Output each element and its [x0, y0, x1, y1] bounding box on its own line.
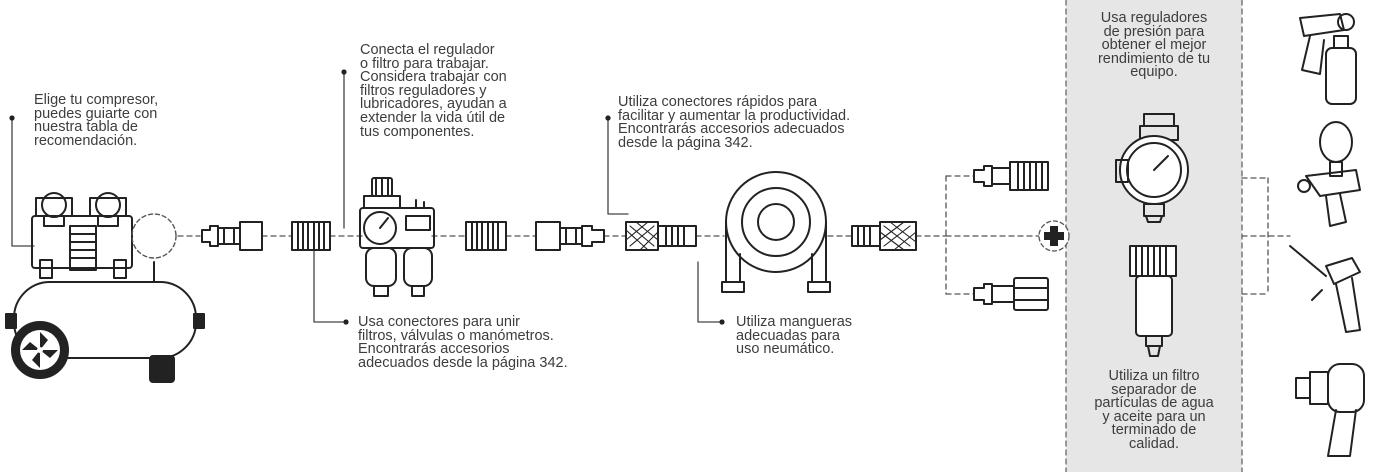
note-line: obtener el mejor: [1101, 37, 1207, 54]
note-line: calidad.: [1129, 435, 1179, 452]
note-line: terminado de: [1111, 422, 1197, 439]
note-regulator: Conecta el regulador o filtro para traba…: [360, 42, 507, 140]
note-line: facilitar y aumentar la productividad.: [618, 107, 851, 124]
note-line: Elige tu compresor,: [34, 92, 159, 108]
air-line: [177, 175, 1291, 295]
note-line: lubricadores, ayudan a: [360, 96, 507, 113]
accessories-panel: [1066, 0, 1242, 472]
note-line: Encontrarás accesorios adecuados: [618, 121, 845, 138]
pressure-regulator-icon: [1115, 113, 1189, 223]
note-line: puedes guiarte con: [34, 105, 158, 122]
note-line: separador de: [1111, 381, 1197, 398]
coiled-hose-icon: [721, 171, 831, 293]
note-line: rendimiento de tu: [1097, 50, 1211, 67]
note-pressure-regulator: Usa reguladores de presión para obtener …: [1066, 10, 1242, 81]
note-line: Utiliza un filtro: [1108, 368, 1200, 384]
note-line: tus componentes.: [360, 123, 475, 140]
threaded-nipple-icon: [291, 221, 331, 251]
blow-gun-icon: [1289, 245, 1361, 333]
impact-wrench-icon: [1295, 363, 1365, 457]
quick-coupler-socket-icon: [625, 221, 697, 251]
note-line: nuestra tabla de: [34, 119, 138, 136]
note-hose: Utiliza mangueras adecuadas para uso neu…: [736, 314, 853, 358]
note-line: filtros reguladores y: [360, 82, 487, 99]
note-line: Encontrarás accesorios: [358, 341, 510, 358]
note-line: y aceite para un: [1102, 408, 1206, 425]
quick-coupler-plug-icon: [973, 161, 1049, 191]
note-line: equipo.: [1130, 64, 1178, 81]
spray-gun-icon: [1299, 13, 1357, 105]
note-line: extender la vida útil de: [360, 109, 506, 126]
note-line: adecuadas para: [736, 327, 840, 344]
note-water-filter: Utiliza un filtro separador de partícula…: [1066, 368, 1242, 452]
leader-lines: [11, 71, 723, 323]
quick-coupler-plug-icon: [535, 221, 605, 251]
note-line: Utiliza mangueras: [736, 314, 853, 330]
note-line: de presión para: [1103, 23, 1205, 40]
filter-regulator-lubricator-icon: [359, 177, 435, 297]
note-compressor: Elige tu compresor, puedes guiarte con n…: [34, 92, 159, 149]
plus-icon: [1038, 220, 1070, 252]
note-line: Usa conectores para unir: [358, 314, 520, 330]
note-line: uso neumático.: [736, 341, 835, 358]
note-line: recomendación.: [34, 132, 138, 149]
threaded-nipple-icon: [465, 221, 507, 251]
note-connectors: Usa conectores para unir filtros, válvul…: [358, 314, 568, 371]
note-line: Utiliza conectores rápidos para: [618, 94, 818, 110]
note-line: o filtro para trabajar.: [360, 55, 489, 72]
note-line: Considera trabajar con: [360, 69, 507, 86]
note-line: Conecta el regulador: [360, 42, 495, 58]
note-line: Usa reguladores: [1100, 10, 1208, 26]
water-separator-filter-icon: [1129, 245, 1177, 357]
gravity-spray-gun-icon: [1297, 121, 1361, 227]
note-line: filtros, válvulas o manómetros.: [358, 327, 554, 344]
note-line: partículas de agua: [1094, 395, 1214, 412]
note-line: adecuados desde la página 342.: [358, 354, 568, 371]
quick-coupler-socket-icon: [851, 221, 917, 251]
quick-coupler-plug-icon: [201, 221, 263, 251]
quick-coupler-plug-icon: [973, 277, 1049, 311]
air-compressor-icon: [5, 192, 205, 383]
note-line: desde la página 342.: [618, 134, 753, 151]
note-quick-connectors: Utiliza conectores rápidos para facilita…: [618, 94, 851, 151]
